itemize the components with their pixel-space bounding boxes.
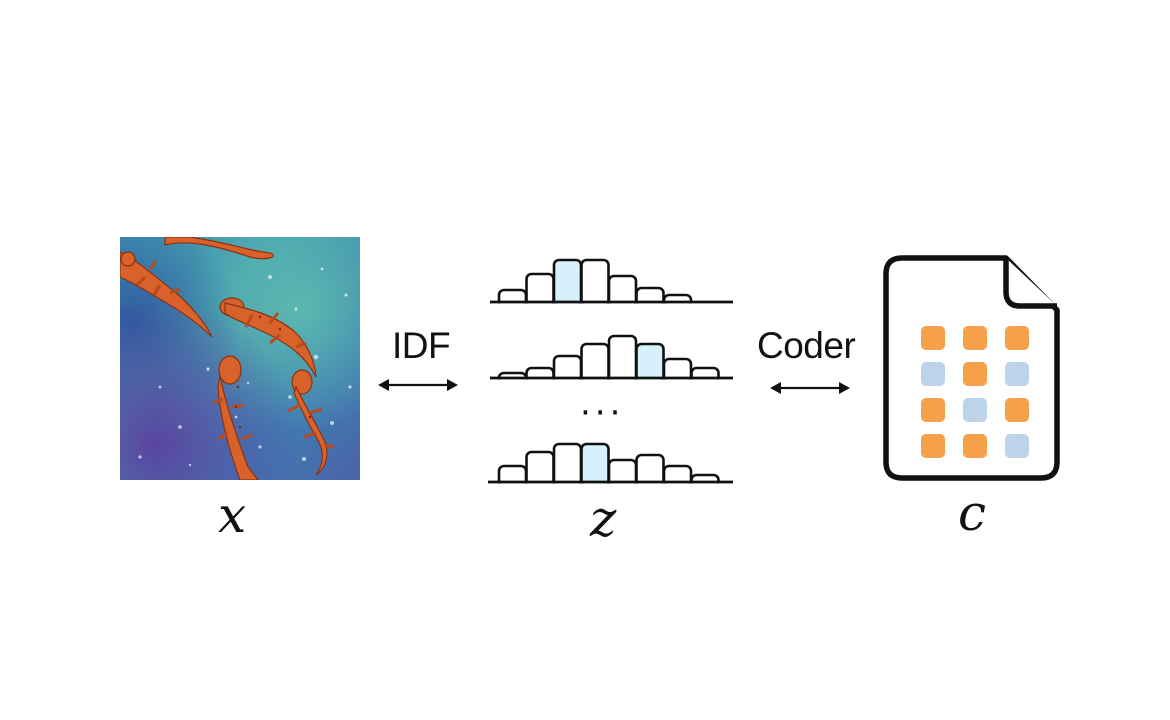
histogram-2 xyxy=(485,334,740,388)
idf-double-arrow-icon xyxy=(378,379,458,391)
coder-double-arrow-icon xyxy=(770,382,850,394)
idf-label: IDF xyxy=(392,325,451,366)
code-square-blue xyxy=(1005,362,1029,386)
document-file-icon xyxy=(883,255,1060,481)
code-square-orange xyxy=(1005,326,1029,350)
histogram-bar xyxy=(552,258,583,308)
code-square-orange xyxy=(963,362,987,386)
watercolor-salamanders-image xyxy=(119,236,360,481)
latent-histograms xyxy=(485,258,740,492)
code-square-orange xyxy=(963,326,987,350)
histogram-bar xyxy=(607,334,638,384)
code-square-blue xyxy=(963,398,987,422)
histogram-bar xyxy=(552,442,583,488)
coder-label: Coder xyxy=(757,325,856,366)
code-square-orange xyxy=(921,398,945,422)
histogram-bar xyxy=(580,258,610,308)
histogram-bar xyxy=(580,342,610,384)
histogram-3 xyxy=(485,442,740,492)
code-square-blue xyxy=(1005,434,1029,458)
code-square-orange xyxy=(921,326,945,350)
code-square-orange xyxy=(921,434,945,458)
histogram-bar xyxy=(580,442,610,488)
ellipsis: ··· xyxy=(580,393,625,433)
image-variable-label: x xyxy=(218,486,247,544)
histogram-bar xyxy=(635,342,665,384)
code-square-orange xyxy=(963,434,987,458)
code-square-orange xyxy=(1005,398,1029,422)
code-variable-label: c xyxy=(958,484,987,542)
latent-variable-label: z xyxy=(590,490,617,548)
code-square-blue xyxy=(921,362,945,386)
histogram-1 xyxy=(485,258,740,312)
input-image xyxy=(119,236,360,481)
